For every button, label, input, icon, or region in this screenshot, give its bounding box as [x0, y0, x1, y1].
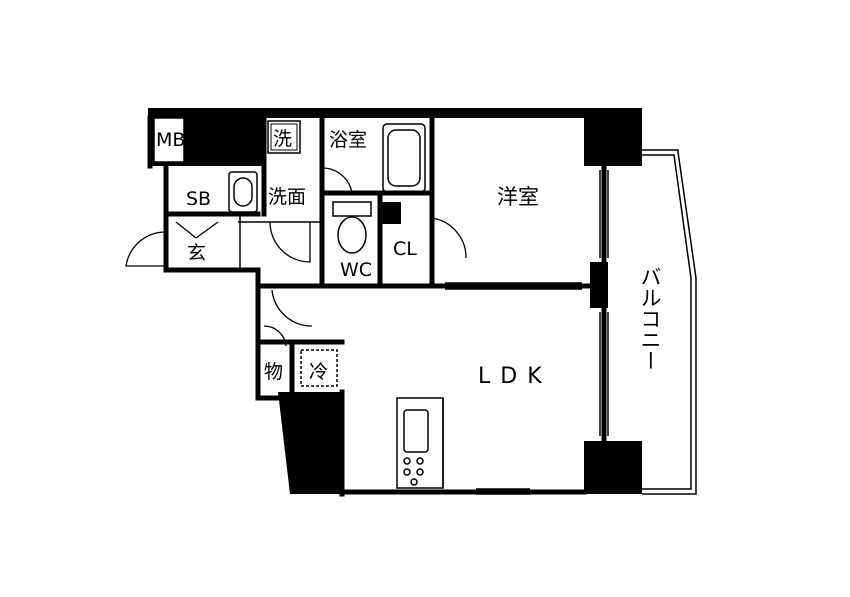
wall-lines [147, 115, 607, 497]
label-washroom: 洗面 [268, 186, 306, 208]
column-bottom-right [584, 441, 642, 494]
label-toilet: WC [340, 259, 372, 281]
label-ldk: LDK [478, 364, 552, 389]
laundry-pan [267, 120, 301, 154]
column-top-right [584, 108, 642, 166]
column-mid-right [590, 262, 608, 308]
label-balcony: バルコニー [638, 266, 662, 371]
wall-top [148, 108, 641, 118]
meter-box [153, 117, 185, 163]
thin-lines [228, 123, 697, 495]
label-meter-box: MB [156, 129, 185, 151]
label-entrance: 玄 [187, 242, 206, 264]
label-shoe-box: SB [186, 188, 211, 210]
door-swings [125, 167, 467, 347]
label-closet: CL [393, 238, 417, 260]
column-closet [381, 202, 401, 224]
label-refrigerator: 冷 [309, 361, 328, 383]
label-laundry: 洗 [273, 128, 292, 150]
wall-slanted-bottom-left [278, 392, 342, 494]
label-storage: 物 [264, 361, 283, 383]
label-bathroom: 浴室 [329, 129, 367, 151]
label-western-room: 洋室 [497, 185, 539, 209]
wall-masses [148, 108, 642, 494]
